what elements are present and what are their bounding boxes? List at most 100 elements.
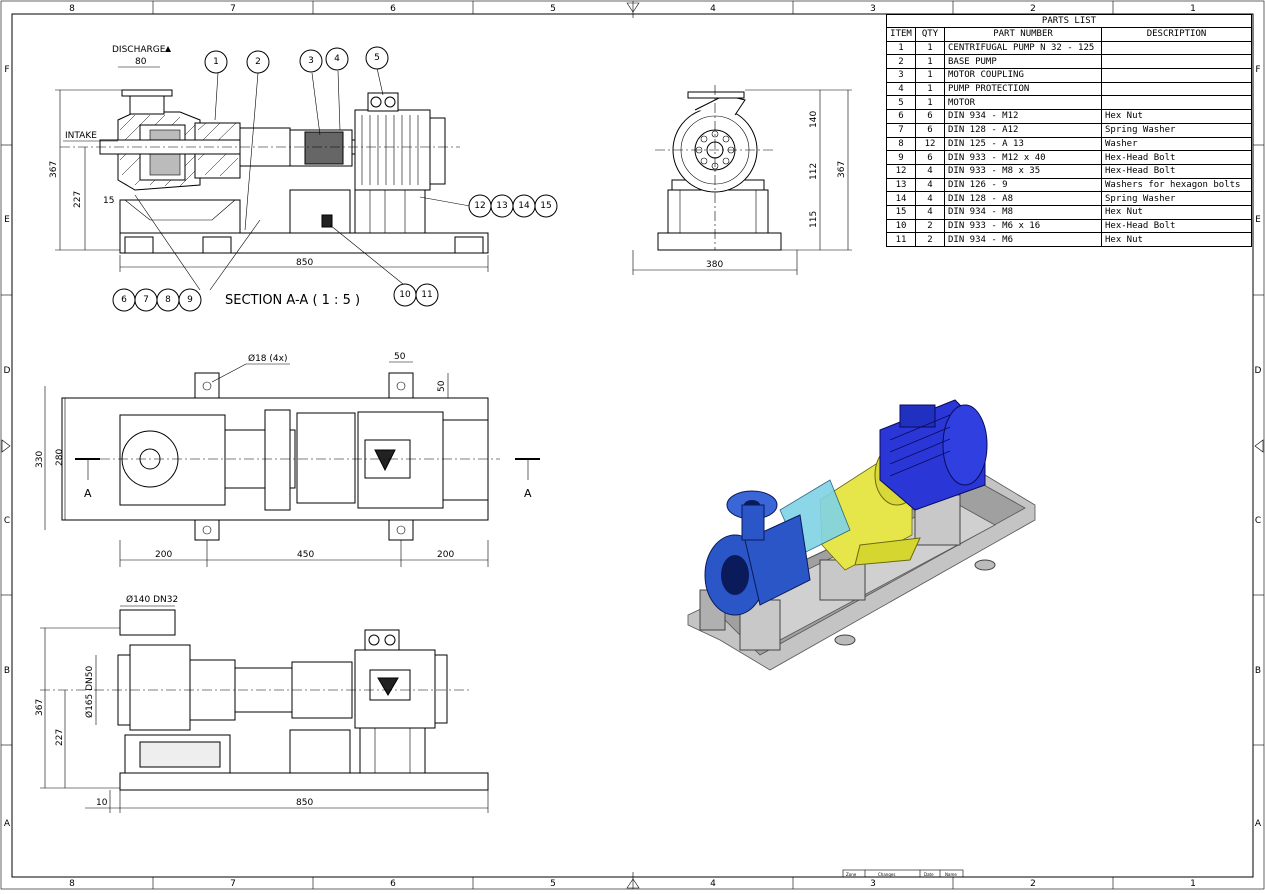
cell-qty: 4: [915, 204, 945, 220]
cell-part-number: DIN 933 - M6 x 16: [944, 218, 1102, 234]
dim-227: 227: [73, 191, 83, 208]
balloons-right: 12 13 14 15: [468, 194, 558, 218]
zone-col-8-bottom: 8: [69, 879, 75, 889]
discharge-label: DISCHARGE: [112, 45, 166, 55]
rev-changes: Changes: [878, 872, 895, 877]
col-qty: QTY: [915, 27, 945, 42]
cell-item: 11: [886, 232, 916, 247]
zone-columns-bottom: 8 7 6 5 4 3 2 1: [69, 872, 1196, 889]
zone-row-f-right: F: [1255, 65, 1260, 75]
cell-item: 9: [886, 150, 916, 165]
zone-col-1: 1: [1190, 4, 1196, 14]
parts-list-title: PARTS LIST: [886, 14, 1252, 27]
zone-col-7: 7: [230, 4, 236, 14]
zone-row-b: B: [4, 666, 10, 676]
cell-qty: 1: [915, 40, 945, 56]
side-view: Ø140 DN32 Ø165 DN50 367 227 10 850: [35, 594, 489, 813]
cell-qty: 1: [915, 81, 945, 97]
zone-col-5: 5: [550, 4, 556, 14]
cell-part-number: MOTOR: [944, 95, 1102, 111]
cell-qty: 1: [915, 68, 945, 83]
dim-50-top: 50: [394, 352, 406, 362]
zone-rows-right: F E D C B A: [1253, 65, 1264, 829]
zone-col-4-bottom: 4: [710, 879, 716, 889]
cell-description: [1101, 40, 1252, 56]
cell-description: Hex-Head Bolt: [1101, 163, 1252, 179]
zone-row-b-right: B: [1255, 666, 1261, 676]
zone-col-2: 2: [1030, 4, 1036, 14]
balloon-10: 10: [399, 290, 411, 300]
balloon-3: 3: [308, 56, 314, 66]
revision-strip: Zone Changes Date Name: [842, 869, 964, 878]
cell-item: 14: [886, 191, 916, 206]
cell-item: 7: [886, 122, 916, 138]
balloon-2: 2: [255, 57, 261, 67]
dim-140: 140: [809, 111, 819, 128]
parts-list-header-row: ITEM QTY PART NUMBER DESCRIPTION: [886, 27, 1252, 42]
parts-list-table: PARTS LIST ITEM QTY PART NUMBER DESCRIPT…: [886, 14, 1252, 247]
zone-row-a: A: [4, 819, 11, 829]
zone-col-4: 4: [710, 4, 716, 14]
dim-115: 115: [809, 211, 819, 228]
cell-description: [1101, 95, 1252, 111]
top-view: A A Ø18 (4x) 50 50 330 280 200 450 200: [35, 352, 540, 567]
balloon-4: 4: [334, 54, 340, 64]
cell-item: 3: [886, 68, 916, 83]
dim-200-left: 200: [155, 550, 172, 560]
dim-367-side: 367: [35, 699, 45, 716]
cell-part-number: BASE PUMP: [944, 54, 1102, 70]
zone-row-d: D: [4, 366, 11, 376]
cell-qty: 2: [915, 218, 945, 234]
isometric-view: [687, 399, 1036, 671]
col-description: DESCRIPTION: [1101, 27, 1252, 42]
cell-item: 13: [886, 177, 916, 193]
section-view: 80 DISCHARGE INTAKE 367 227 15 850 1 2 3…: [49, 45, 558, 312]
cell-item: 8: [886, 136, 916, 152]
cell-description: Hex-Head Bolt: [1101, 150, 1252, 165]
dim-10: 10: [96, 798, 108, 808]
zone-row-e: E: [4, 215, 10, 225]
cell-description: Hex Nut: [1101, 109, 1252, 124]
cell-item: 4: [886, 81, 916, 97]
col-item: ITEM: [886, 27, 916, 42]
balloons-bottom-left: 6 7 8 9: [112, 288, 202, 312]
cell-part-number: DIN 934 - M6: [944, 232, 1102, 247]
cell-part-number: DIN 128 - A8: [944, 191, 1102, 206]
cell-part-number: DIN 128 - A12: [944, 122, 1102, 138]
cell-item: 5: [886, 95, 916, 111]
balloon-1: 1: [213, 57, 219, 67]
zone-columns-top: 8 7 6 5 4 3 2 1: [69, 1, 1196, 18]
cell-description: [1101, 54, 1252, 70]
cell-description: Washers for hexagon bolts: [1101, 177, 1252, 193]
cell-part-number: DIN 126 - 9: [944, 177, 1102, 193]
zone-rows-left: F E D C B A: [1, 65, 12, 829]
dim-280: 280: [55, 449, 65, 466]
cell-description: Hex Nut: [1101, 232, 1252, 247]
zone-row-a-right: A: [1255, 819, 1262, 829]
balloon-9: 9: [187, 295, 193, 305]
cell-part-number: PUMP PROTECTION: [944, 81, 1102, 97]
cell-item: 15: [886, 204, 916, 220]
balloon-5: 5: [374, 53, 380, 63]
inlet-callout: Ø165 DN50: [84, 665, 95, 718]
cell-part-number: DIN 125 - A 13: [944, 136, 1102, 152]
zone-col-2-bottom: 2: [1030, 879, 1036, 889]
zone-col-6: 6: [390, 4, 396, 14]
cell-description: Spring Washer: [1101, 122, 1252, 138]
cell-qty: 1: [915, 95, 945, 111]
balloon-12: 12: [474, 201, 485, 211]
cell-description: [1101, 68, 1252, 83]
cell-qty: 2: [915, 232, 945, 247]
cell-description: Hex-Head Bolt: [1101, 218, 1252, 234]
balloon-6: 6: [121, 295, 127, 305]
zone-col-3-bottom: 3: [870, 879, 876, 889]
zone-col-8: 8: [69, 4, 75, 14]
zone-col-6-bottom: 6: [390, 879, 396, 889]
